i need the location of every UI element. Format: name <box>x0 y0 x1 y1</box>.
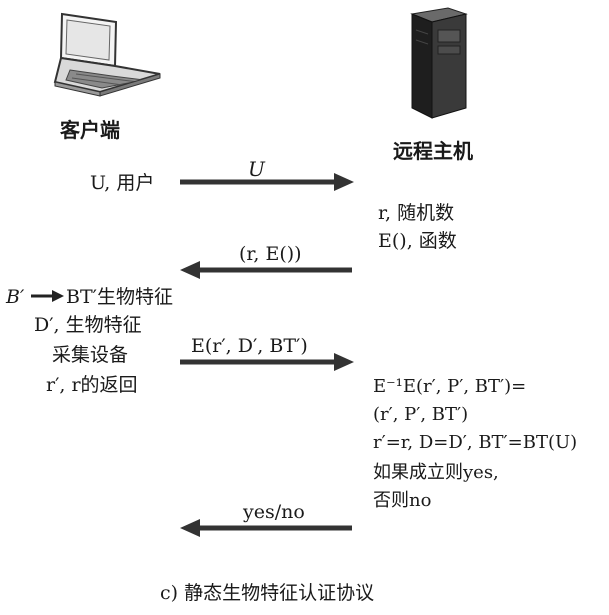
host-note-verify-4: 如果成立则yes, <box>373 462 499 483</box>
arrow-host-to-client-1 <box>180 261 352 279</box>
arrow-client-to-host-1 <box>180 173 354 191</box>
client-label: 客户端 <box>60 118 120 142</box>
bio-inline-arrow <box>31 290 64 302</box>
server-tower-icon <box>410 7 468 119</box>
client-note-return: r′, r的返回 <box>46 374 138 396</box>
client-note-bio-prefix: B′ <box>6 286 25 308</box>
message-label-3: E(r′, D′, BT′) <box>191 335 308 357</box>
client-note-device-1: D′, 生物特征 <box>34 314 142 336</box>
host-note-verify-3: r′=r, D=D′, BT′=BT(U) <box>373 432 578 453</box>
host-note-random: r, 随机数 <box>378 202 455 224</box>
message-label-1: U <box>248 157 265 181</box>
message-label-2: (r, E()) <box>239 243 302 265</box>
laptop-icon <box>53 12 161 97</box>
diagram-caption: c) 静态生物特征认证协议 <box>160 582 375 604</box>
host-note-verify-5: 否则no <box>373 490 432 511</box>
host-note-verify-2: (r′, P′, BT′) <box>373 404 469 425</box>
client-note-user: U, 用户 <box>90 172 155 194</box>
arrow-host-to-client-2 <box>180 519 352 537</box>
client-note-bio-suffix: BT′生物特征 <box>66 286 173 308</box>
message-label-4: yes/no <box>243 501 305 523</box>
host-note-verify-1: E⁻¹E(r′, P′, BT′)= <box>373 376 527 397</box>
client-note-device-2: 采集设备 <box>52 344 129 366</box>
arrow-client-to-host-2 <box>180 353 354 371</box>
host-label: 远程主机 <box>393 139 473 163</box>
host-note-function: E(), 函数 <box>378 230 457 252</box>
